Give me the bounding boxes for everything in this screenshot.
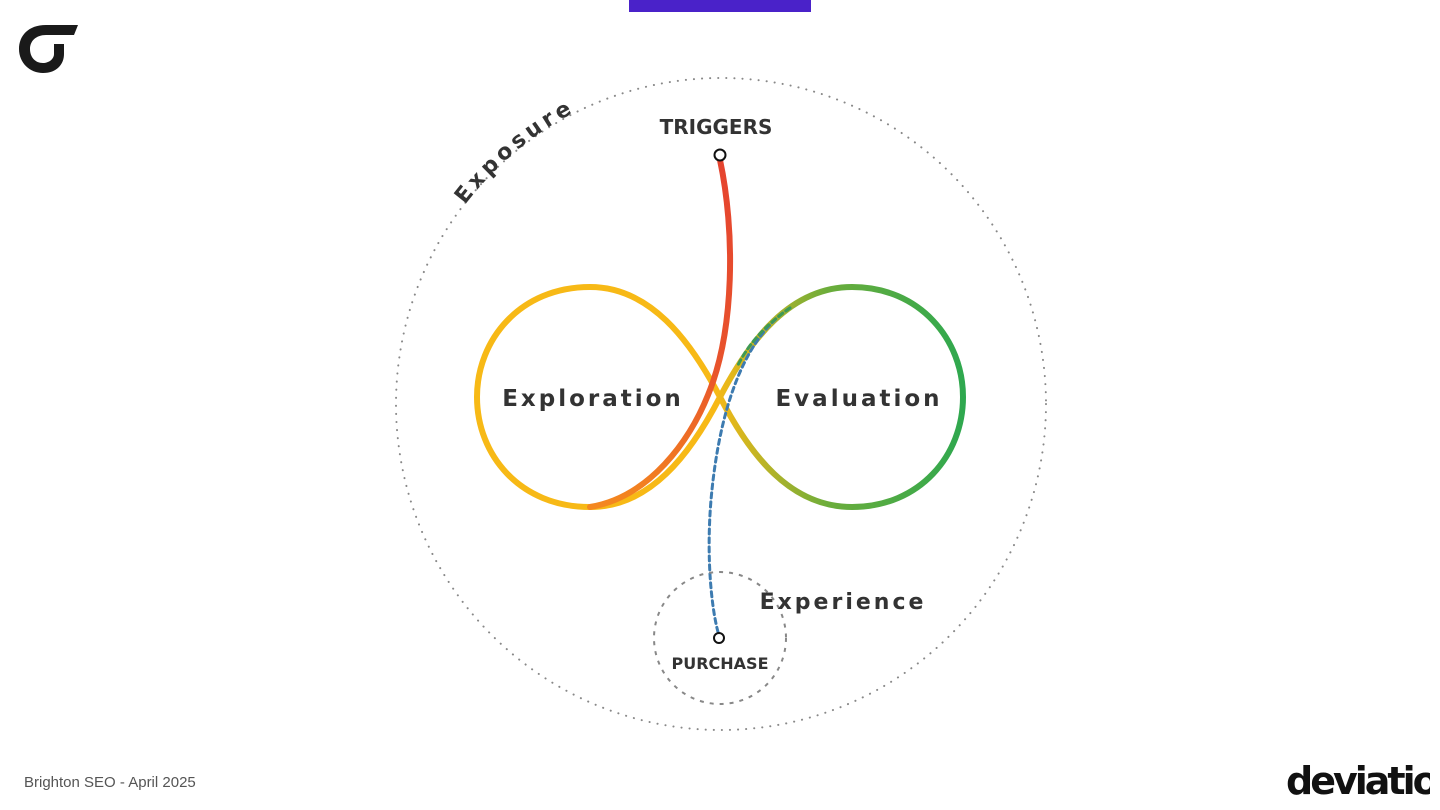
purchase-label: PURCHASE bbox=[671, 654, 768, 673]
evaluation-label: Evaluation bbox=[775, 386, 942, 412]
experience-label: Experience bbox=[760, 590, 927, 615]
trigger-path bbox=[587, 157, 734, 510]
svg-text:deviation: deviation bbox=[1286, 760, 1430, 803]
purchase-path-top bbox=[736, 306, 792, 367]
triggers-label: TRIGGERS bbox=[660, 115, 773, 139]
exposure-label: Exposure bbox=[450, 94, 579, 208]
experience-circle bbox=[653, 571, 787, 705]
evaluation-loop bbox=[717, 283, 967, 511]
exposure-circle bbox=[395, 77, 1047, 731]
trigger-node bbox=[713, 148, 727, 162]
exploration-label: Exploration bbox=[502, 386, 684, 412]
top-accent-bar bbox=[629, 0, 811, 12]
footer-event-text: Brighton SEO - April 2025 bbox=[24, 774, 196, 791]
purchase-node bbox=[713, 632, 725, 644]
brand-logo-icon bbox=[19, 25, 78, 73]
deviation-wordmark-logo: deviation bbox=[1286, 760, 1430, 803]
exploration-loop bbox=[473, 283, 723, 511]
purchase-path bbox=[707, 306, 792, 634]
